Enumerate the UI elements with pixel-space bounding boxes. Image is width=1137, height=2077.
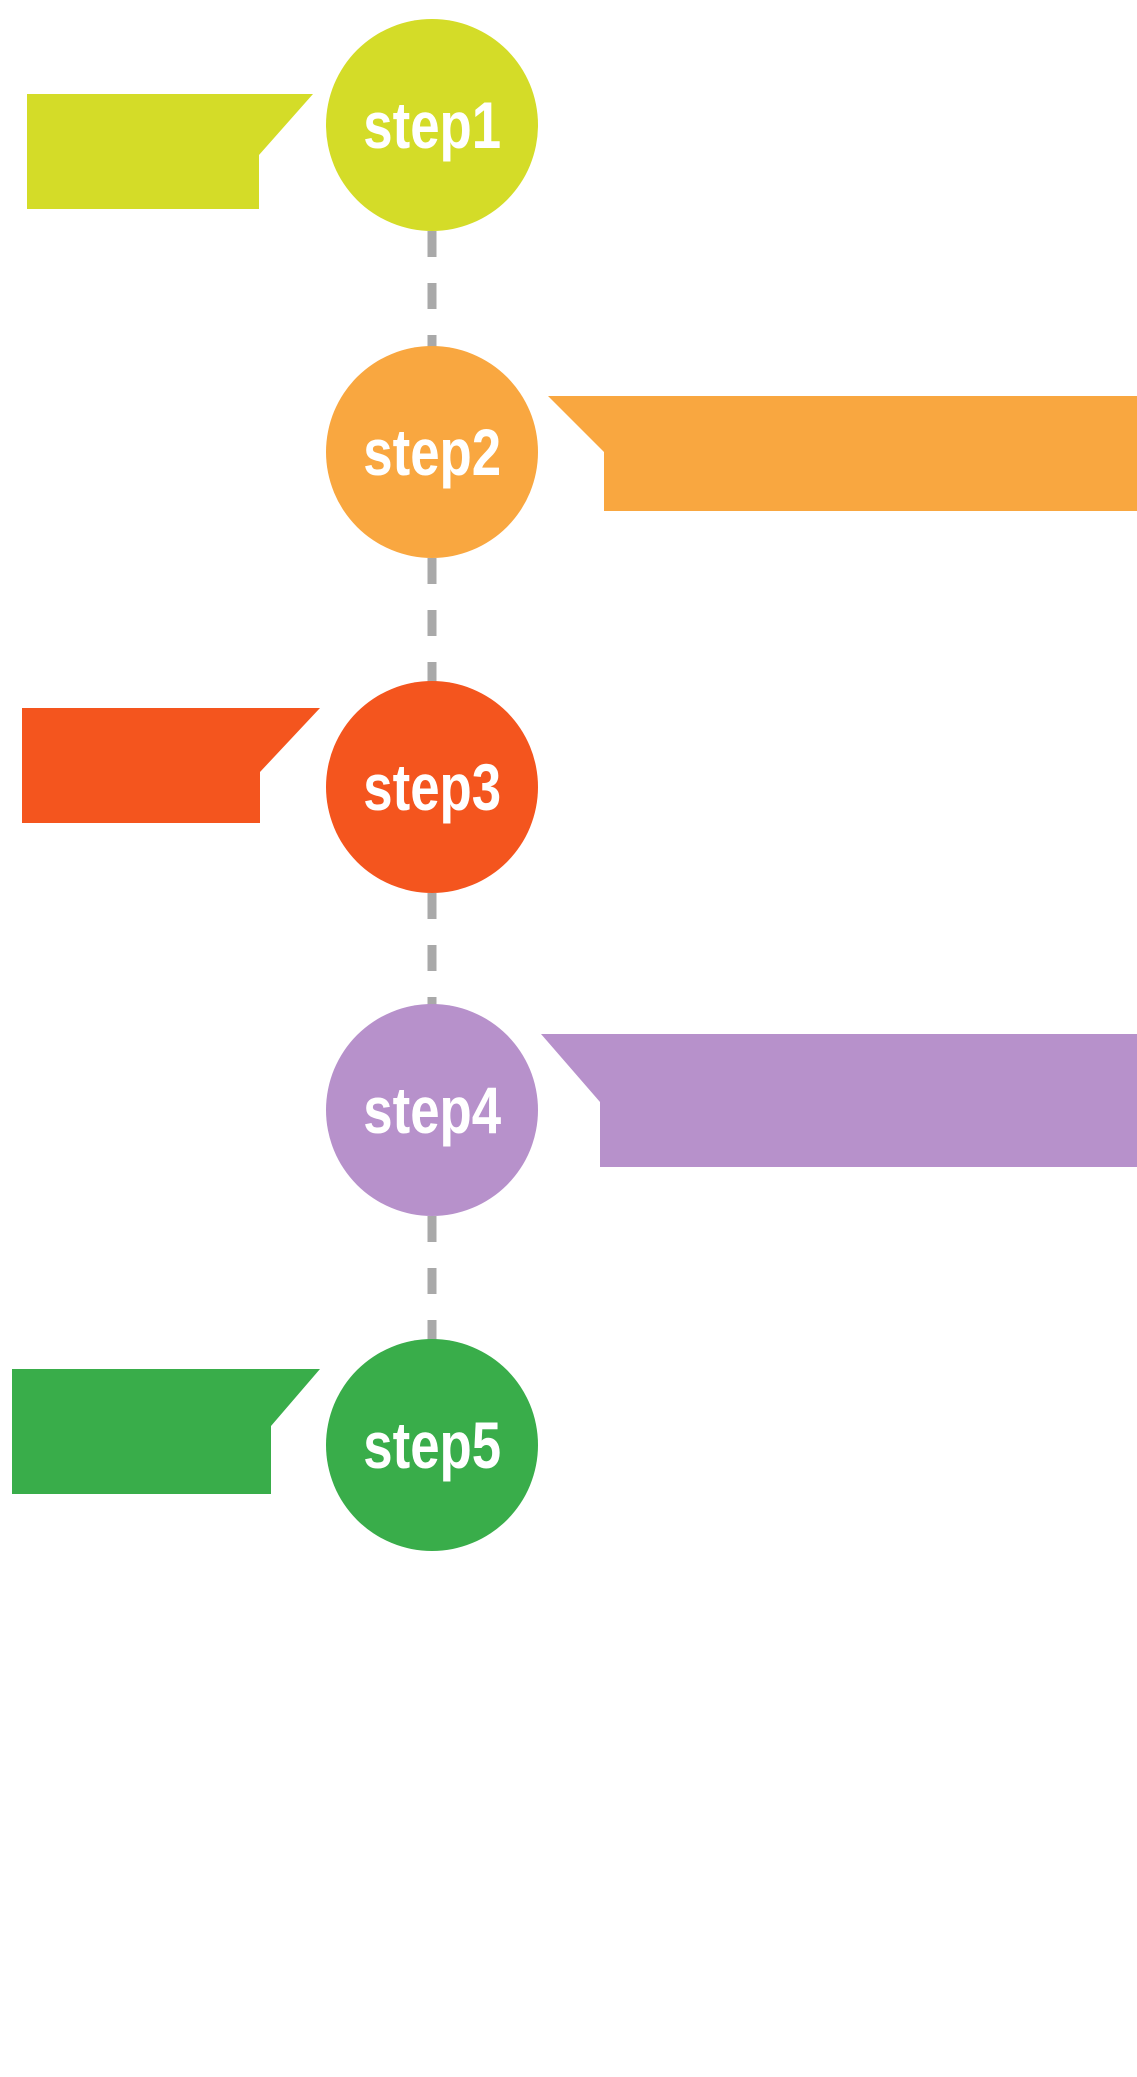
step-group-1[interactable] (27, 19, 538, 231)
banner-step1[interactable] (27, 94, 313, 209)
banner-step3[interactable] (22, 708, 320, 823)
step-group-3[interactable] (22, 681, 538, 893)
step-group-2[interactable] (326, 346, 1137, 558)
banner-step4[interactable] (541, 1034, 1137, 1167)
circle-step1[interactable] (326, 19, 538, 231)
banner-step5[interactable] (12, 1369, 320, 1494)
circle-step3[interactable] (326, 681, 538, 893)
circle-step5[interactable] (326, 1339, 538, 1551)
circle-step2[interactable] (326, 346, 538, 558)
step-group-4[interactable] (326, 1004, 1137, 1216)
circle-step4[interactable] (326, 1004, 538, 1216)
banner-step2[interactable] (548, 396, 1137, 511)
step-group-5[interactable] (12, 1339, 538, 1551)
